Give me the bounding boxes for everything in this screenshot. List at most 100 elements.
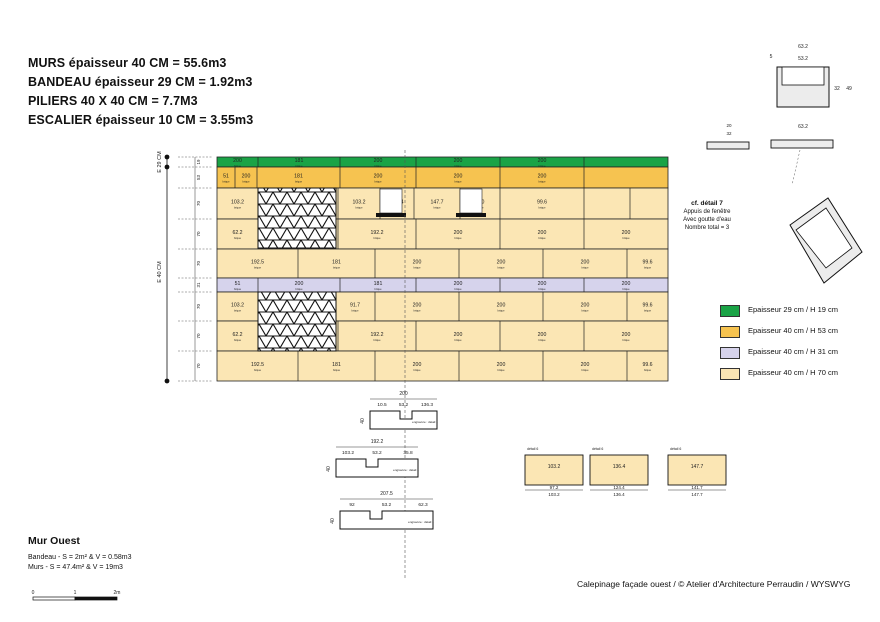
block-row	[216, 166, 669, 189]
sill-dim: 124.4	[613, 485, 625, 490]
window-sill	[376, 213, 406, 217]
block-length-label: 51	[223, 174, 229, 180]
section-part-dim: 62.3	[418, 502, 428, 508]
sill-label: détail 6	[670, 447, 681, 451]
note-line: Avec goutte d'eau	[683, 217, 731, 223]
block-length-label: 200	[242, 174, 251, 180]
sill-value: 147.7	[691, 464, 704, 470]
block-length-label: 200	[622, 332, 631, 338]
side-label-top: E 29 CM	[157, 151, 163, 173]
row-height-label: 70	[196, 201, 201, 207]
block-length-label: 62.2	[232, 230, 242, 236]
block-type-label: brique	[455, 181, 463, 184]
block-length-label: 192.5	[251, 362, 264, 368]
legend-swatch	[720, 305, 740, 317]
section-part-dim: 92	[349, 502, 355, 508]
sill-value: 103.2	[548, 464, 561, 470]
section-part-dim: 10.5	[377, 402, 387, 408]
block-length-label: 200	[454, 281, 463, 287]
legend-label: Epaisseur 29 cm / H 19 cm	[748, 305, 839, 314]
block-length-label: 200	[295, 281, 304, 287]
block-type-label: brique	[539, 288, 547, 291]
sill-block	[667, 454, 727, 486]
block-length-label: 181	[294, 174, 303, 180]
block-length-label: 200	[413, 260, 422, 266]
block-length-label: 181	[332, 362, 341, 368]
small-section	[706, 141, 750, 150]
block-type-label: brique	[356, 207, 364, 210]
block-type-label: brique	[375, 181, 383, 184]
block-length-label: 91.7	[350, 303, 360, 309]
sill-label: détail 6	[527, 447, 538, 451]
block-type-label: brique	[539, 339, 547, 342]
block-length-label: 192.5	[251, 260, 264, 266]
block-length-label: 200	[497, 303, 506, 309]
detail-dim: 49	[846, 86, 852, 92]
block-length-label: 181	[295, 158, 304, 164]
block-type-label: brique	[644, 310, 652, 313]
block-type-label: brique	[333, 369, 341, 372]
flat-section	[770, 139, 834, 149]
section-outline	[335, 458, 419, 478]
sill-dim: 103.2	[548, 492, 560, 497]
legend-swatch	[720, 368, 740, 380]
block-length-label: 200	[581, 260, 590, 266]
section-top-dim: 192.2	[371, 439, 384, 445]
caption-line: Bandeau - S = 2m² & V = 0.58m3	[28, 554, 132, 561]
pillar-lattice	[257, 291, 337, 352]
block-length-label: 200	[374, 174, 383, 180]
section-part-dim: 53.2	[372, 450, 382, 456]
caption-line: Murs - S = 47.4m² & V = 19m3	[28, 564, 123, 571]
block-type-label: brique	[333, 267, 341, 270]
block-length-label: 200	[538, 281, 547, 287]
block-type-label: brique	[254, 369, 262, 372]
block-length-label: 62.2	[232, 332, 242, 338]
section-outline	[369, 410, 438, 430]
block-type-label: brique	[234, 310, 242, 313]
legend-item: Epaisseur 29 cm / H 19 cm	[720, 305, 870, 318]
credit-line: Calepinage façade ouest / © Atelier d'Ar…	[577, 579, 851, 589]
block-length-label: 99.6	[642, 260, 652, 266]
row-height-label: 53	[196, 175, 201, 181]
scale-label: 1	[74, 590, 77, 596]
summary-line-band: BANDEAU épaisseur 29 CM = 1.92m3	[28, 75, 253, 89]
summary-line-pillars: PILIERS 40 X 40 CM = 7.7M3	[28, 94, 198, 108]
block-type-label: brique	[234, 339, 242, 342]
block-type-label: brique	[254, 267, 262, 270]
block-type-label: brique	[352, 310, 360, 313]
block-type-label: brique	[498, 369, 506, 372]
detail-dim: 5	[770, 54, 773, 60]
pillar-lattice	[257, 187, 337, 249]
section-side-dim: 40	[360, 418, 366, 424]
sill-dim: 136.4	[613, 492, 625, 497]
legend-item: Epaisseur 40 cm / H 70 cm	[720, 368, 870, 381]
dim-node	[164, 154, 170, 160]
legend-item: Epaisseur 40 cm / H 31 cm	[720, 347, 870, 360]
note-line: Nombre total = 3	[684, 225, 730, 231]
block-length-label: 200	[374, 158, 383, 164]
block-length-label: 200	[497, 362, 506, 368]
block-length-label: 99.6	[642, 303, 652, 309]
block-length-label: 181	[374, 281, 383, 287]
block-length-label: 103.2	[353, 200, 366, 206]
block-type-label: brique	[455, 165, 463, 168]
block-length-label: 147.7	[431, 200, 444, 206]
detail-dim: 63.2	[798, 44, 808, 50]
block-length-label: 99.6	[537, 200, 547, 206]
block-type-label: brique	[296, 165, 304, 168]
block-type-label: brique	[414, 267, 422, 270]
section-tag: engravure : détail 1	[412, 420, 438, 424]
block-type-label: brique	[243, 181, 251, 184]
block-length-label: 181	[332, 260, 341, 266]
section-part-dim: 53.2	[382, 502, 392, 508]
block-length-label: 200	[497, 260, 506, 266]
section-part-dim: 136.3	[421, 402, 433, 408]
iso-groove	[795, 207, 853, 269]
block-length-label: 192.2	[371, 230, 384, 236]
row-height-label: 70	[196, 261, 201, 267]
block-type-label: brique	[234, 207, 242, 210]
